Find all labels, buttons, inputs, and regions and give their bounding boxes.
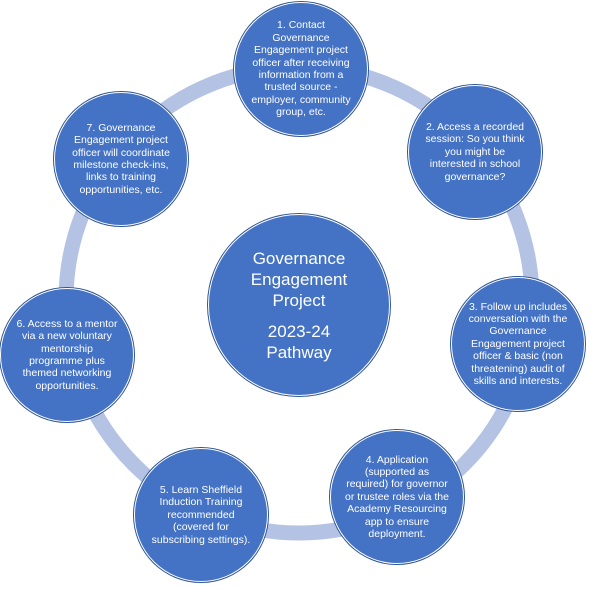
center-node: Governance Engagement Project 2023-24 Pa…: [208, 214, 390, 396]
step-7-node: 7. Governance Engagement project officer…: [54, 92, 188, 226]
step-1-text: 1. Contact Governance Engagement project…: [251, 19, 351, 119]
step-1-node: 1. Contact Governance Engagement project…: [234, 2, 368, 136]
step-4-text: 4. Application (supported as required) f…: [345, 453, 449, 541]
step-6-node: 6. Access to a mentor via a new voluntar…: [0, 288, 134, 422]
step-3-node: 3. Follow up includes conversation with …: [451, 277, 585, 411]
step-3-text: 3. Follow up includes conversation with …: [468, 300, 568, 388]
center-title: Governance Engagement Project: [250, 248, 348, 310]
step-5-text: 5. Learn Sheffield Induction Training re…: [151, 483, 251, 546]
step-4-node: 4. Application (supported as required) f…: [330, 430, 464, 564]
step-7-text: 7. Governance Engagement project officer…: [72, 121, 170, 196]
step-6-text: 6. Access to a mentor via a new voluntar…: [16, 317, 118, 392]
step-2-text: 2. Access a recorded session: So you thi…: [425, 120, 525, 183]
step-5-node: 5. Learn Sheffield Induction Training re…: [134, 448, 268, 582]
center-subtitle: 2023-24 Pathway: [266, 321, 332, 362]
step-2-node: 2. Access a recorded session: So you thi…: [408, 85, 542, 219]
